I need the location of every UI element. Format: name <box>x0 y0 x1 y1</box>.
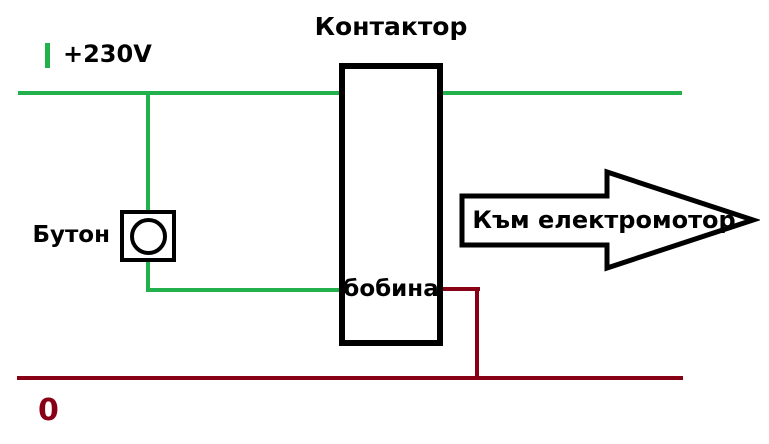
output-arrow-icon <box>459 168 760 272</box>
live-wire-branch-upper <box>146 91 150 211</box>
neutral-wire-coil-out <box>443 287 480 291</box>
supply-voltage-label: +230V <box>63 40 152 68</box>
push-button-circle-icon <box>129 217 167 255</box>
live-wire-branch-lower <box>146 261 150 292</box>
contactor-title: Контактор <box>314 12 468 41</box>
neutral-wire-drop <box>475 287 479 380</box>
live-terminal-icon <box>45 43 50 68</box>
neutral-wire-bottom <box>17 376 683 380</box>
live-wire-to-coil <box>146 288 339 292</box>
live-wire-top-right <box>443 91 682 95</box>
push-button-symbol <box>120 210 176 262</box>
coil-label: бобина <box>343 276 439 302</box>
neutral-label: 0 <box>38 393 59 428</box>
arrow-label: Към електромотор <box>472 206 736 234</box>
live-wire-top-left <box>18 91 340 95</box>
contactor-box <box>339 63 443 346</box>
button-label: Бутон <box>32 222 110 248</box>
